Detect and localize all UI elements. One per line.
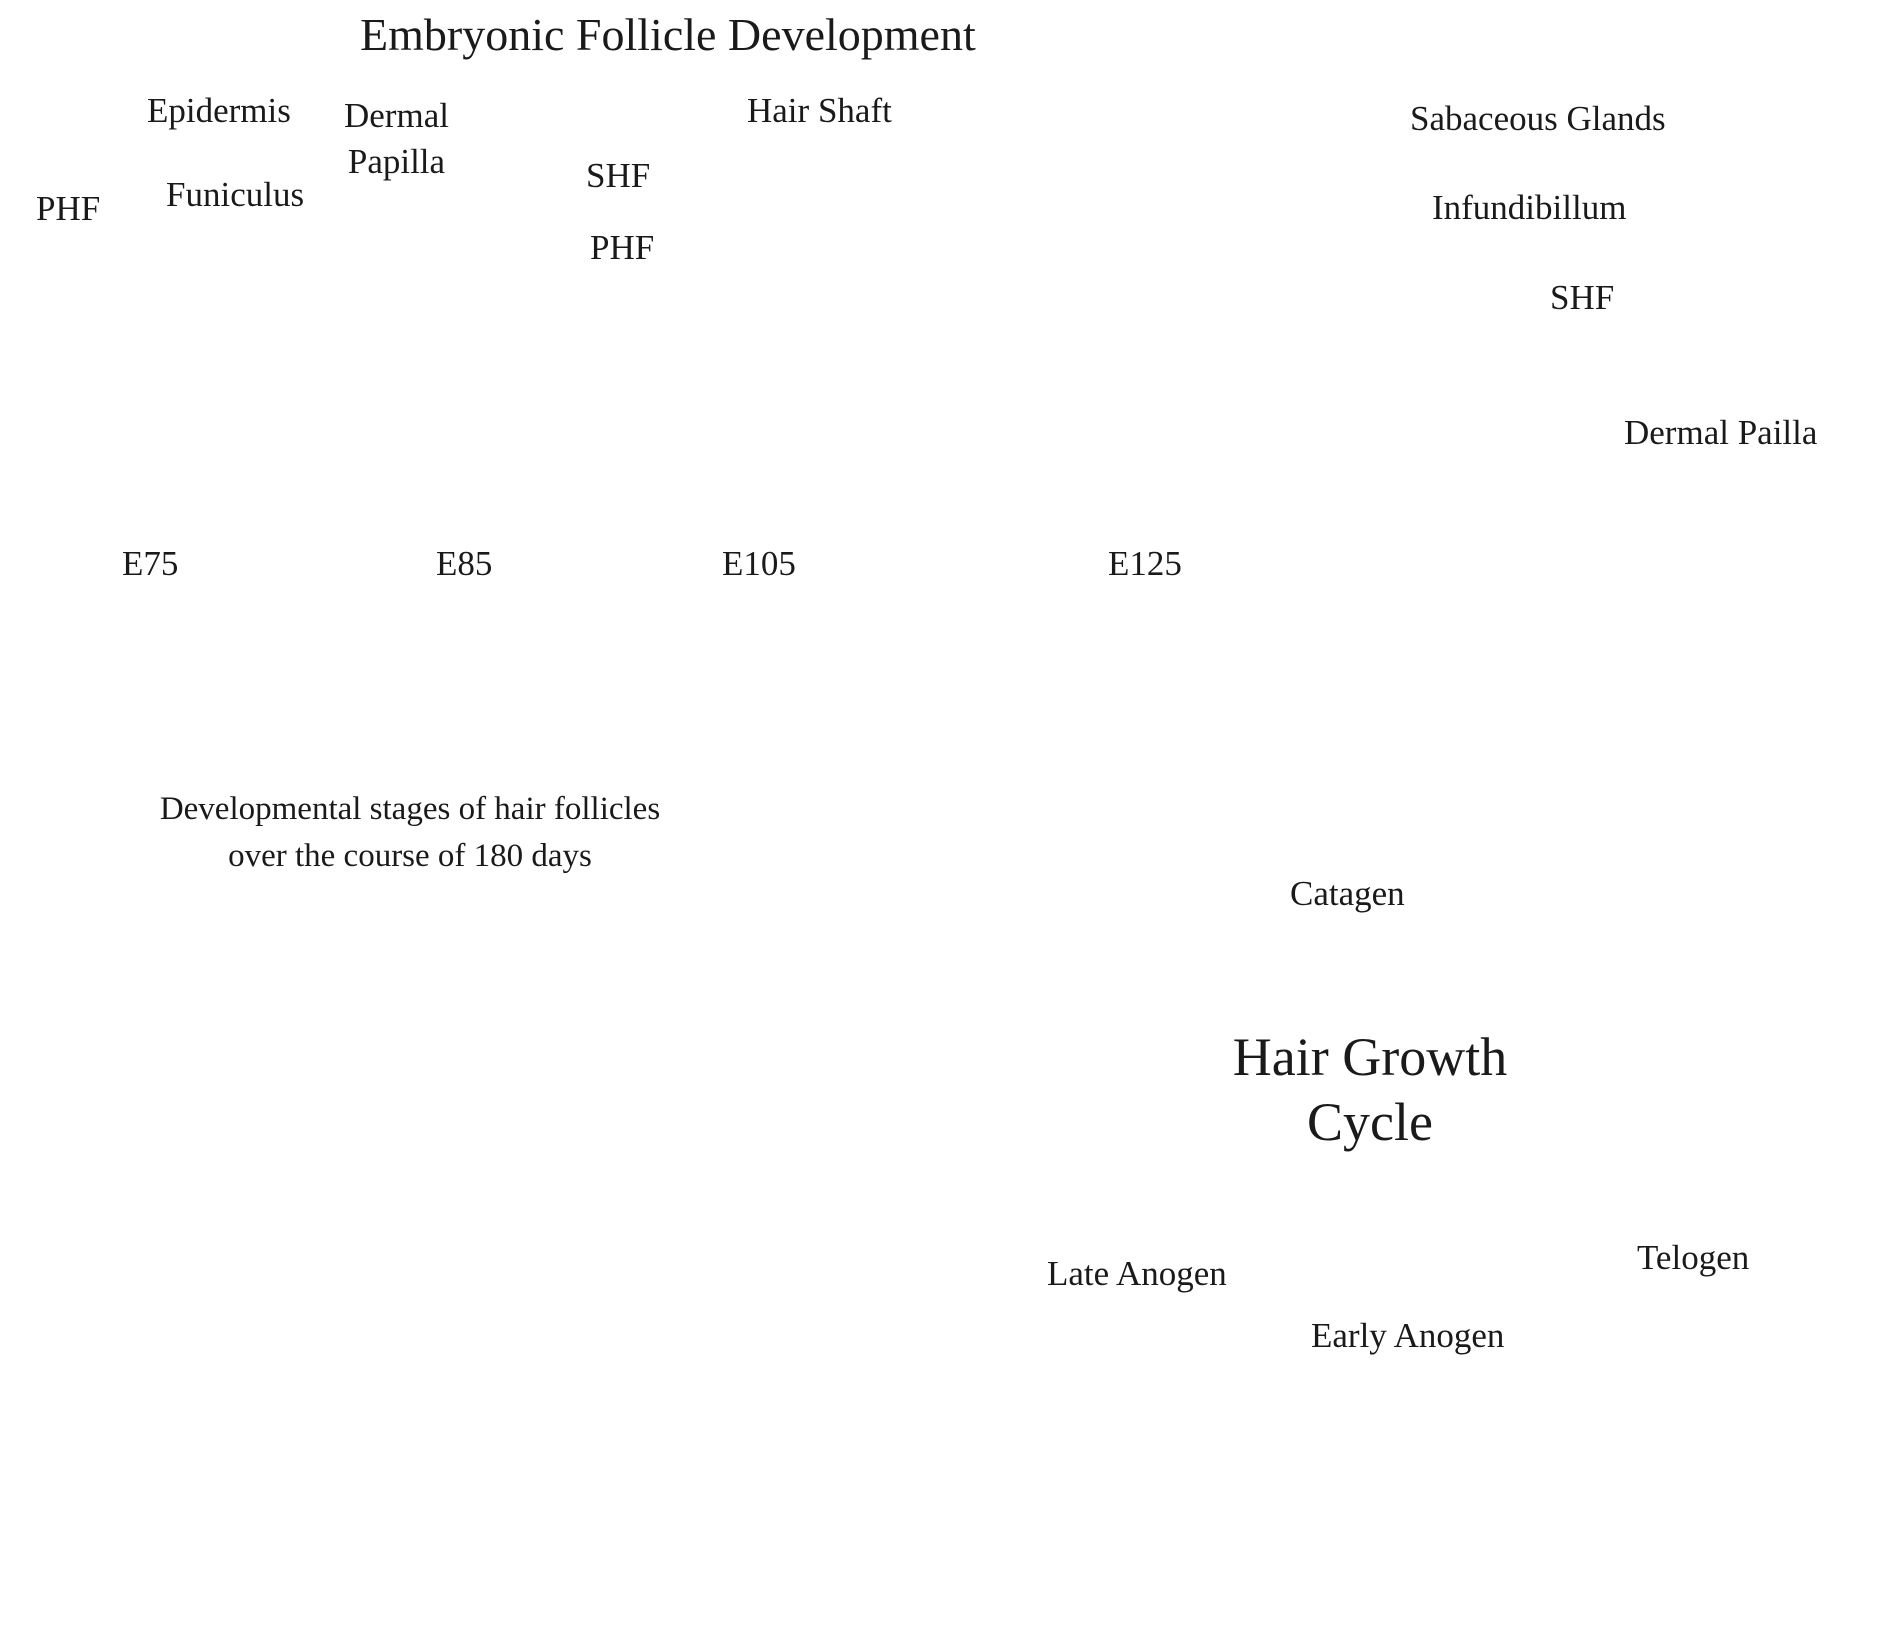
arrow-catagen-to-telogen	[1527, 690, 1820, 916]
panel-e125-frame	[990, 79, 1313, 509]
label-shf-e125: SHF	[1550, 278, 1615, 317]
label-dermal-papilla: Dermal Papilla	[344, 96, 449, 181]
x-tick-label: 150	[618, 1266, 645, 1286]
y-tick-label: 4	[79, 1014, 88, 1034]
x-axis-title: Development Stage	[327, 1314, 563, 1347]
y-tick-label: 6	[79, 902, 88, 922]
plot-frame	[101, 911, 809, 1249]
y-axis-title: Days of Development	[14, 948, 47, 1212]
x-tick-label: 50	[270, 1266, 288, 1286]
y-tick-label: 3	[79, 1070, 88, 1090]
cycle-panel-early-anogen	[1275, 1361, 1555, 1635]
cycle-panel-telogen	[1608, 931, 1890, 1221]
arrow-late-anogen-to-catagen	[964, 628, 1212, 928]
label-phf-e75: PHF	[36, 189, 101, 228]
stage-label-e75: E75	[122, 544, 179, 583]
panel-e125	[991, 80, 1312, 508]
data-point	[413, 1018, 426, 1030]
arrow-telogen-to-early-anogen	[1560, 1248, 1785, 1548]
label-sebaceous-glands: Sabaceous Glands	[1410, 99, 1666, 138]
phase-label-early-anogen: Early Anogen	[1311, 1316, 1505, 1355]
x-tick-label: 0	[98, 1266, 107, 1286]
data-point	[307, 1074, 320, 1086]
phase-label-catagen: Catagen	[1290, 874, 1405, 913]
panel-e85	[358, 216, 570, 506]
y-tick-label: 0	[79, 1238, 88, 1258]
data-point	[254, 1130, 267, 1142]
label-shf-e105: SHF	[586, 156, 651, 195]
y-tick-label: 2	[79, 1126, 88, 1146]
panel-e85-frame	[357, 215, 571, 507]
stage-label-e125: E125	[1108, 544, 1182, 583]
data-point	[219, 1186, 232, 1198]
x-tick-label: 200	[795, 1266, 822, 1286]
y-tick-label: 1	[79, 1182, 88, 1202]
data-label: Primary Hair Follicle	[236, 988, 399, 1009]
label-dermal-papilla-e125: Dermal Pailla	[1624, 413, 1818, 452]
stage-label-e85: E85	[436, 544, 493, 583]
cycle-panel-catagen	[1221, 573, 1503, 861]
label-infundibulum: Infundibillum	[1432, 188, 1627, 227]
chart-title: Developmental stages of hair follicles o…	[159, 791, 661, 874]
panel-e105	[664, 158, 899, 506]
data-label: Induction Stage	[126, 1198, 246, 1219]
label-funiculus: Funiculus	[166, 175, 305, 214]
data-label: Cytodifferentiation	[328, 1088, 474, 1109]
arrow-e125-to-catagen	[1316, 248, 1540, 560]
label-hair-shaft: Hair Shaft	[747, 91, 892, 130]
phase-label-late-anogen: Late Anogen	[1047, 1254, 1227, 1293]
panel-e75	[40, 274, 266, 506]
panel-e105-frame	[663, 157, 900, 507]
panel-e75-frame	[39, 273, 267, 507]
label-phf-e105: PHF	[590, 228, 655, 267]
leader-lines	[75, 112, 1621, 465]
series-line	[224, 910, 739, 1193]
cycle-panel-late-anogen	[874, 933, 1156, 1245]
data-point	[625, 962, 638, 974]
cycle-title: Hair Growth Cycle	[1232, 1027, 1508, 1152]
diagram-title: Embryonic Follicle Development	[360, 9, 976, 60]
x-tick-label: 100	[442, 1266, 469, 1286]
stage-label-e105: E105	[722, 544, 796, 583]
label-epidermis: Epidermis	[147, 91, 291, 130]
arrow-early-anogen-to-late-anogen	[976, 1288, 1251, 1478]
y-tick-label: 5	[79, 958, 88, 978]
data-point	[731, 906, 744, 918]
phase-label-telogen: Telogen	[1637, 1238, 1750, 1277]
